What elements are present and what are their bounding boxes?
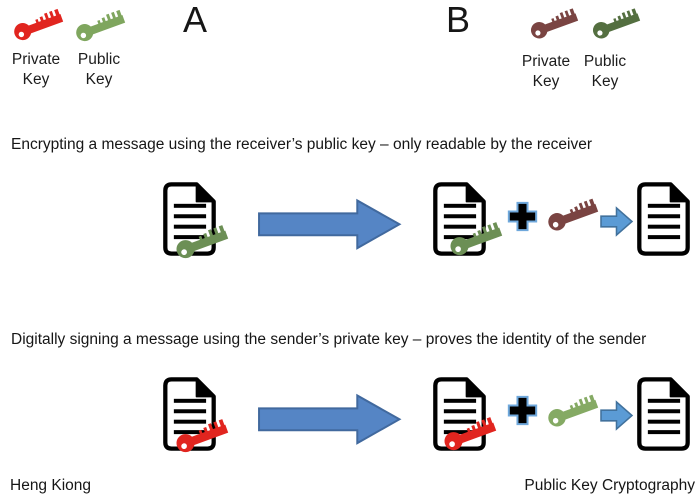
author-text: Heng Kiong xyxy=(10,477,92,494)
arrow-shape xyxy=(601,402,632,429)
key-shape xyxy=(590,8,641,41)
key-shape xyxy=(546,394,600,429)
topic-text: Public Key Cryptography xyxy=(524,477,695,494)
private-key-b-label: Private Key xyxy=(521,53,571,90)
private-key-a-icon xyxy=(9,4,68,45)
plus-shape xyxy=(509,397,536,424)
arrow-shape xyxy=(259,395,399,443)
party-b-label: B xyxy=(446,0,471,40)
public-key-a-label: Public Key xyxy=(77,51,121,88)
private-key-a-label: Private Key xyxy=(11,51,61,88)
public-key-b-label: Public Key xyxy=(583,53,627,90)
arrow-shape xyxy=(259,200,399,248)
public-key-b-icon xyxy=(588,3,645,43)
big-arrow-right-icon xyxy=(257,198,402,251)
plus-icon xyxy=(507,201,538,232)
big-arrow-right-icon xyxy=(257,393,402,446)
plus-icon xyxy=(507,395,538,426)
decrypt-private-key-icon xyxy=(543,193,603,235)
small-arrow-right-icon xyxy=(599,206,634,237)
sign-caption: Digitally signing a message using the se… xyxy=(11,331,647,348)
key-shape xyxy=(73,10,126,44)
document-icon xyxy=(636,376,691,452)
key-shape xyxy=(546,198,600,233)
party-a-label: A xyxy=(183,0,208,40)
key-shape xyxy=(11,9,64,43)
private-key-b-icon xyxy=(526,3,583,43)
plus-shape xyxy=(509,203,536,230)
arrow-shape xyxy=(601,208,632,235)
verify-public-key-icon xyxy=(543,389,603,431)
key-shape xyxy=(528,8,579,41)
document-shape xyxy=(639,379,687,448)
public-key-a-icon xyxy=(71,5,130,46)
document-shape xyxy=(639,184,687,253)
small-arrow-right-icon xyxy=(599,400,634,431)
encrypt-caption: Encrypting a message using the receiver’… xyxy=(11,136,592,153)
document-icon xyxy=(636,181,691,257)
